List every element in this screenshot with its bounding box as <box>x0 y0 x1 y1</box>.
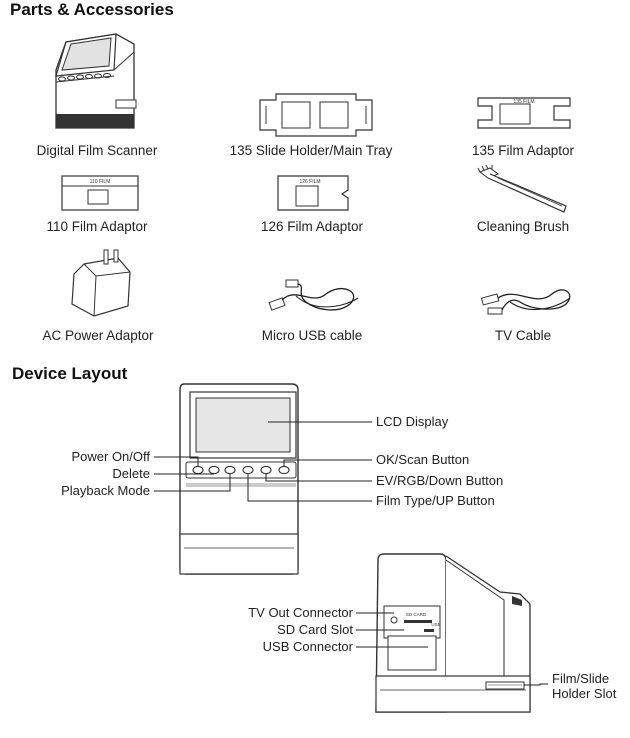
film-135-adaptor-illustration: 135 FILM <box>477 97 571 129</box>
part-label-digital-film-scanner: Digital Film Scanner <box>36 143 158 158</box>
label-ok-scan-button: OK/Scan Button <box>376 452 470 467</box>
label-playback-mode: Playback Mode <box>61 483 150 498</box>
digital-film-scanner-illustration <box>55 33 137 129</box>
micro-usb-cable-illustration <box>268 279 359 311</box>
parts-accessories-heading: Parts & Accessories <box>10 0 174 19</box>
part-label-135-film-adaptor: 135 Film Adaptor <box>471 143 575 158</box>
part-label-slide-holder: 135 Slide Holder/Main Tray <box>229 143 393 158</box>
ac-power-adaptor-illustration <box>71 249 131 317</box>
slide-holder-tray-illustration <box>259 93 373 137</box>
part-label-tv-cable: TV Cable <box>494 328 552 343</box>
part-label-cleaning-brush: Cleaning Brush <box>476 219 570 234</box>
usb-mark: USB <box>431 622 440 627</box>
film-110-adaptor-illustration: 110 FILM <box>61 175 139 211</box>
label-lcd-display: LCD Display <box>376 414 449 429</box>
label-film-slide-line2: Holder Slot <box>552 686 617 701</box>
cleaning-brush-illustration <box>477 164 567 213</box>
device-layout-heading: Device Layout <box>12 364 128 383</box>
label-ev-rgb-down-button: EV/RGB/Down Button <box>376 473 504 488</box>
film-135-mark: 135 FILM <box>513 99 534 105</box>
part-label-126-film-adaptor: 126 Film Adaptor <box>260 219 364 234</box>
label-film-slide-line1: Film/Slide <box>552 671 610 686</box>
film-110-mark: 110 FILM <box>90 179 111 185</box>
label-tv-out-connector: TV Out Connector <box>248 605 353 620</box>
label-film-type-up-button: Film Type/UP Button <box>376 493 495 508</box>
label-sd-card-slot: SD Card Slot <box>277 622 353 637</box>
label-delete: Delete <box>112 466 150 481</box>
sd-card-mark: SD CARD <box>406 612 427 617</box>
film-126-adaptor-illustration: 126 FILM <box>277 175 349 211</box>
part-label-ac-power-adaptor: AC Power Adaptor <box>42 328 154 343</box>
part-label-110-film-adaptor: 110 Film Adaptor <box>46 219 148 234</box>
film-126-mark: 126 FILM <box>299 179 320 185</box>
label-usb-connector: USB Connector <box>262 639 353 654</box>
label-power-on-off: Power On/Off <box>71 449 150 464</box>
part-label-micro-usb-cable: Micro USB cable <box>261 328 363 343</box>
tv-cable-illustration <box>480 289 571 315</box>
